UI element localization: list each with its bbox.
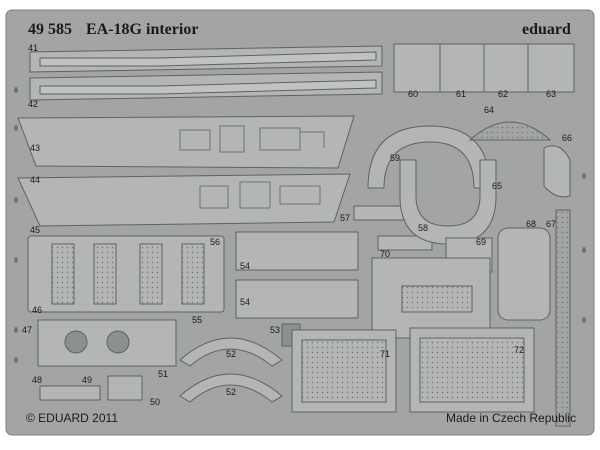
part-66 [543, 145, 571, 198]
part-label-45: 45 [30, 225, 41, 235]
part-label-62: 62 [498, 89, 509, 99]
part-41-inner [39, 51, 377, 67]
part-61 [439, 43, 485, 93]
part-label-41: 41 [28, 43, 39, 53]
part-47-panel [37, 319, 177, 367]
part-45-rail-1 [51, 243, 75, 305]
part-label-43: 43 [30, 143, 41, 153]
part-48-49 [39, 385, 101, 401]
part-50 [107, 375, 143, 401]
edge-holes [14, 87, 586, 363]
part-label-59: 59 [390, 153, 401, 163]
copyright-text: © EDUARD 2011 [26, 411, 118, 425]
part-47-hole-1 [64, 330, 88, 354]
part-45-rail-2 [93, 243, 117, 305]
part-label-68: 68 [526, 219, 537, 229]
part-63 [527, 43, 575, 93]
part-43-detail [179, 125, 325, 153]
part-58 [377, 235, 433, 251]
fret-code: 49 585 [28, 21, 72, 38]
part-label-48: 48 [32, 375, 43, 385]
part-67 [555, 209, 571, 427]
part-label-57: 57 [340, 213, 351, 223]
part-70-dots [401, 285, 473, 313]
part-72-dots [419, 337, 525, 403]
part-label-50: 50 [150, 397, 161, 407]
part-label-64: 64 [484, 105, 495, 115]
part-44-panel [17, 173, 351, 227]
part-64-dish [468, 121, 552, 141]
part-label-42: 42 [28, 99, 39, 109]
part-45-rail-4 [181, 243, 205, 305]
part-label-52-upper: 52 [226, 349, 237, 359]
part-62 [483, 43, 529, 93]
part-label-51: 51 [158, 369, 169, 379]
part-54-lower [235, 279, 359, 319]
part-label-58: 58 [418, 223, 429, 233]
part-label-63: 63 [546, 89, 557, 99]
part-label-65: 65 [492, 181, 503, 191]
part-52-lower [179, 373, 283, 403]
part-42-inner [39, 79, 377, 95]
part-54-upper [235, 231, 359, 271]
part-45-panel [27, 235, 225, 313]
part-label-60: 60 [408, 89, 419, 99]
part-label-44: 44 [30, 175, 41, 185]
origin-text: Made in Czech Republic [446, 411, 577, 425]
part-label-69: 69 [476, 237, 487, 247]
part-44-detail [199, 181, 321, 209]
part-label-52-lower: 52 [226, 387, 237, 397]
part-label-53: 53 [270, 325, 281, 335]
part-label-61: 61 [456, 89, 467, 99]
part-label-71: 71 [380, 349, 391, 359]
part-label-47: 47 [22, 325, 33, 335]
part-71-dots [301, 339, 387, 403]
part-45-rail-3 [139, 243, 163, 305]
part-60 [393, 43, 441, 93]
fret-title: EA-18G interior [86, 21, 199, 38]
part-label-55: 55 [192, 315, 203, 325]
part-68 [497, 227, 551, 321]
part-52-upper [179, 337, 283, 367]
part-label-49: 49 [82, 375, 93, 385]
part-label-66: 66 [562, 133, 573, 143]
part-label-46: 46 [32, 305, 43, 315]
part-65-arc [399, 159, 497, 245]
part-label-54-upper: 54 [240, 261, 251, 271]
part-label-67: 67 [546, 219, 557, 229]
part-label-70: 70 [380, 249, 391, 259]
brand-name: eduard [522, 21, 571, 38]
part-label-56: 56 [210, 237, 221, 247]
part-43-panel [17, 115, 355, 169]
part-47-hole-2 [106, 330, 130, 354]
part-57 [353, 205, 409, 221]
part-label-54-lower: 54 [240, 297, 251, 307]
part-label-72: 72 [514, 345, 525, 355]
